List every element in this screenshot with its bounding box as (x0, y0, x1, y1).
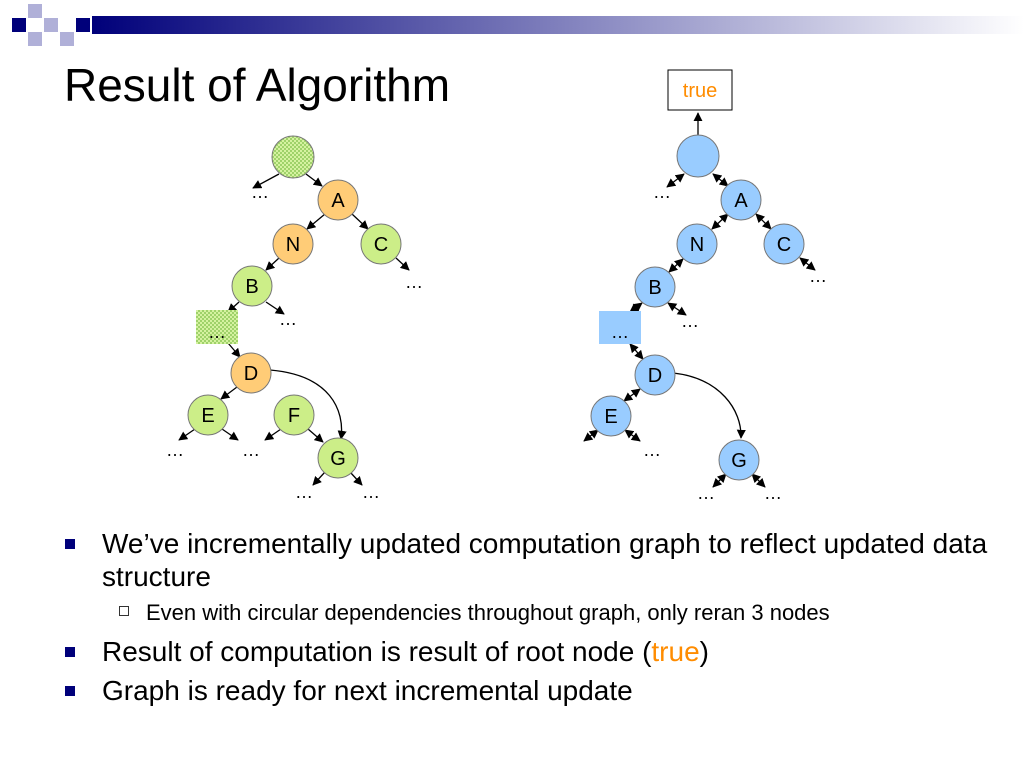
right-ellipsis: … (764, 483, 782, 503)
right-node-d: D (634, 354, 676, 396)
svg-text:…: … (611, 322, 629, 342)
right-edges (583, 112, 816, 488)
deco-square (76, 18, 90, 32)
svg-text:true: true (683, 80, 717, 102)
bullet-text: We’ve incrementally updated computation … (102, 528, 988, 592)
right-tree: true A N C B … D E G (583, 69, 827, 503)
svg-text:N: N (286, 234, 300, 256)
deco-square (12, 18, 26, 32)
corner-decoration (12, 4, 1024, 46)
svg-text:E: E (201, 405, 214, 427)
right-node-b: B (634, 266, 676, 308)
bullet-item: Result of computation is result of root … (62, 635, 1002, 668)
left-ellipsis: … (295, 482, 313, 502)
left-ellipsis-box: … (196, 310, 238, 344)
left-ellipsis: … (279, 309, 297, 329)
svg-text:N: N (690, 234, 704, 256)
left-node-f: F (273, 394, 315, 436)
right-node-e: E (590, 395, 632, 437)
bullet-item: We’ve incrementally updated computation … (62, 527, 1002, 593)
svg-text:G: G (731, 450, 747, 472)
left-node-a: A (317, 179, 359, 221)
svg-text:F: F (288, 405, 300, 427)
bullet-list: We’ve incrementally updated computation … (62, 527, 1002, 713)
computation-graph-diagram: A N C B … D E F G … … … … … … … true (166, 69, 827, 503)
right-ellipsis-box: … (599, 311, 641, 344)
svg-text:D: D (648, 365, 662, 387)
left-ellipsis: … (242, 440, 260, 460)
left-ellipsis: … (362, 482, 380, 502)
sub-bullet-text: Even with circular dependencies througho… (146, 600, 830, 625)
deco-square (28, 4, 42, 18)
square-bullet-icon (65, 539, 75, 549)
svg-text:A: A (331, 190, 345, 212)
left-node-e: E (187, 394, 229, 436)
right-ellipsis: … (653, 182, 671, 202)
left-ellipsis: … (251, 182, 269, 202)
svg-text:C: C (777, 234, 791, 256)
slide-title: Result of Algorithm (64, 59, 451, 111)
highlighted-true: true (651, 636, 700, 667)
svg-text:B: B (648, 277, 661, 299)
deco-square (28, 32, 42, 46)
gradient-bar (92, 16, 1024, 34)
right-node-g: G (718, 439, 760, 481)
square-bullet-icon (65, 647, 75, 657)
left-node-c: C (360, 223, 402, 265)
svg-text:C: C (374, 234, 388, 256)
left-root-node (271, 135, 315, 179)
right-ellipsis: … (643, 440, 661, 460)
right-node-c: C (763, 223, 805, 265)
bullet-text-after: ) (699, 636, 709, 667)
deco-square (60, 32, 74, 46)
deco-square (44, 18, 58, 32)
right-root-node (676, 134, 720, 178)
result-box: true (667, 69, 733, 111)
hollow-square-bullet-icon (119, 606, 129, 616)
left-tree: A N C B … D E F G … … … … … … … (166, 135, 423, 502)
sub-bullet-item: Even with circular dependencies througho… (62, 599, 1002, 627)
svg-text:G: G (330, 448, 346, 470)
bullet-text: Graph is ready for next incremental upda… (102, 675, 633, 706)
left-node-g: G (317, 437, 359, 479)
svg-text:…: … (208, 322, 226, 342)
right-ellipsis: … (681, 311, 699, 331)
left-node-d: D (230, 352, 272, 394)
left-ellipsis: … (166, 440, 184, 460)
right-node-a: A (720, 179, 762, 221)
right-node-n: N (676, 223, 718, 265)
left-ellipsis: … (405, 272, 423, 292)
svg-text:A: A (734, 190, 748, 212)
right-ellipsis: … (697, 483, 715, 503)
svg-text:E: E (604, 406, 617, 428)
left-node-b: B (231, 265, 273, 307)
bullet-item: Graph is ready for next incremental upda… (62, 674, 1002, 707)
svg-text:B: B (245, 276, 258, 298)
svg-text:D: D (244, 363, 258, 385)
right-ellipsis: … (809, 266, 827, 286)
bullet-text-before: Result of computation is result of root … (102, 636, 652, 667)
left-node-n: N (272, 223, 314, 265)
left-edges (178, 173, 410, 486)
square-bullet-icon (65, 686, 75, 696)
